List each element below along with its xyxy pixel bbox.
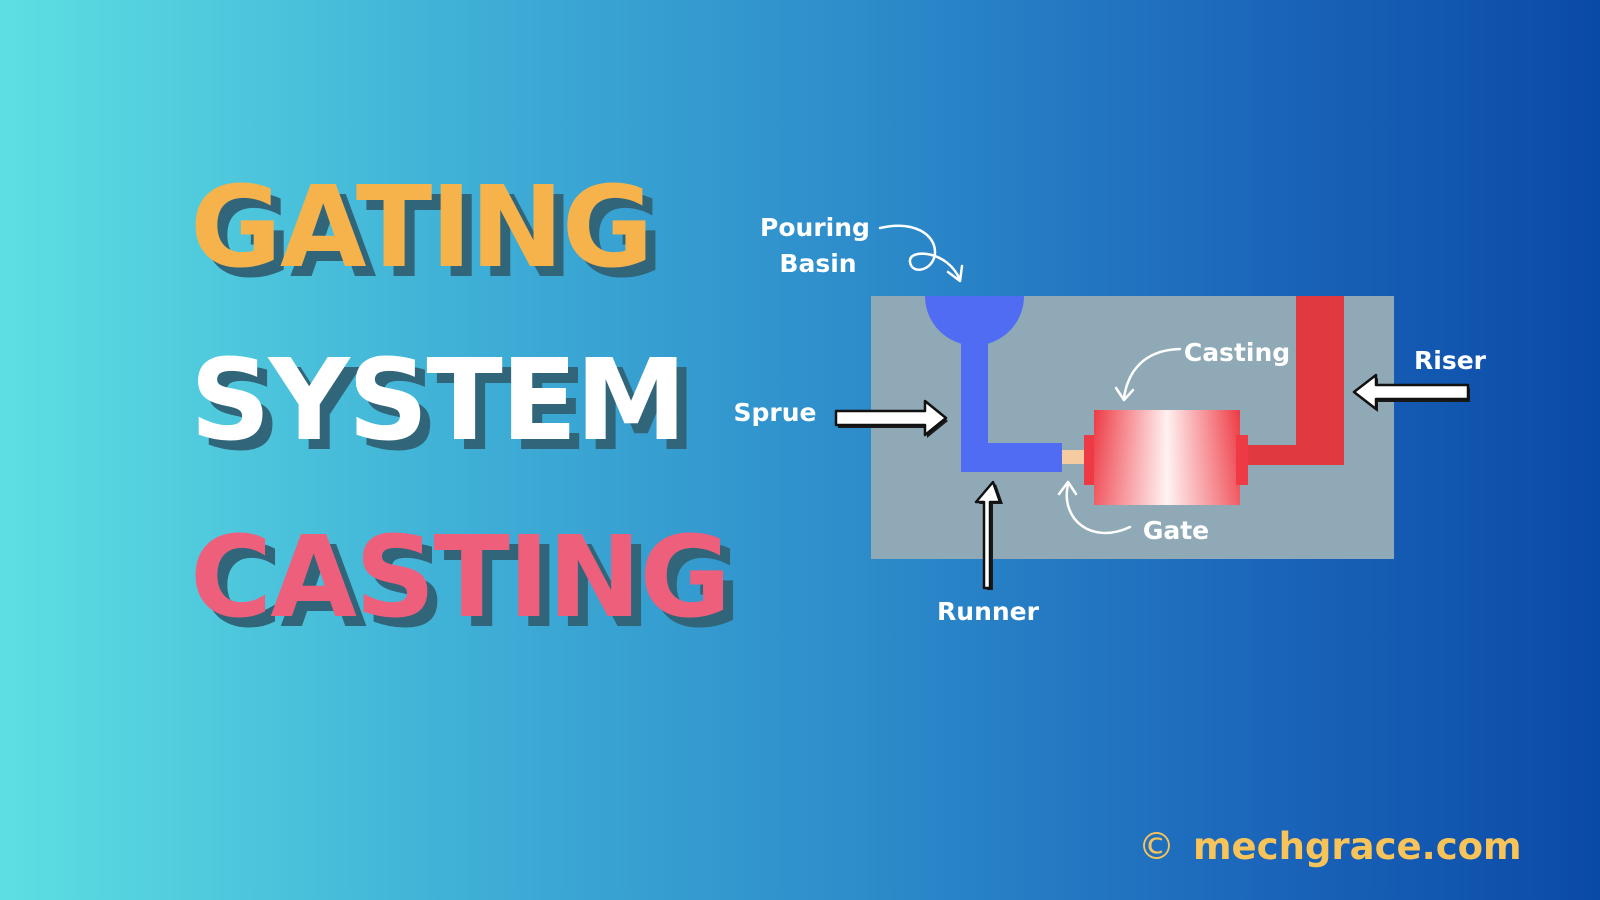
site-name: mechgrace.com [1193, 825, 1522, 868]
pouring-basin [925, 296, 1024, 346]
arrow-riser [1352, 373, 1470, 412]
label-casting: Casting [1184, 338, 1290, 367]
title-casting: CASTING [190, 513, 731, 643]
title-gating: GATING [190, 163, 654, 293]
label-runner: Runner [937, 597, 1040, 626]
copyright-watermark: © mechgrace.com [1138, 828, 1522, 865]
label-gate: Gate [1143, 516, 1209, 545]
curved-arrow-casting [1114, 347, 1182, 402]
arrow-runner [974, 480, 1003, 590]
riser-connector [1248, 445, 1296, 465]
curved-arrow-pouring-basin [878, 224, 964, 283]
copyright-symbol: © [1138, 825, 1175, 868]
label-pouring-basin-line1: Pouring [760, 213, 870, 242]
label-pouring-basin-line2: Basin [779, 249, 856, 278]
title-system: SYSTEM [190, 336, 687, 466]
sprue [961, 330, 1062, 472]
riser [1296, 296, 1344, 465]
gate [1062, 450, 1084, 464]
casting-block-end [1236, 435, 1248, 485]
casting-block-shade [1094, 410, 1240, 505]
label-riser: Riser [1414, 346, 1487, 375]
label-sprue: Sprue [734, 398, 817, 427]
curved-arrow-gate [1057, 480, 1132, 535]
arrow-sprue [834, 399, 948, 438]
